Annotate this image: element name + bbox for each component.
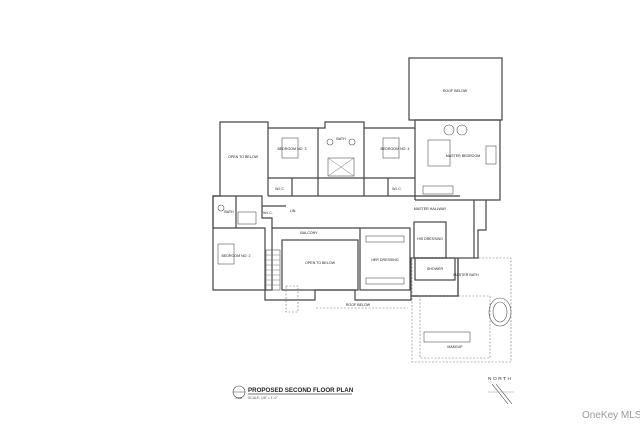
wic-right-label: W.I.C. — [392, 187, 402, 191]
master-hallway-label: MASTER HALLWAY — [414, 207, 447, 211]
north-arrow-icon: NORTH — [488, 376, 514, 405]
open-to-below-left-label: OPEN TO BELOW — [228, 155, 259, 159]
stair-lower — [285, 285, 299, 313]
chair-1-icon — [443, 124, 455, 136]
dresser-icon — [422, 185, 454, 195]
her-dressing-island-bottom — [365, 277, 405, 285]
sink-top-icon — [348, 138, 356, 146]
makeup-outline — [419, 295, 491, 359]
bedroom-4-label: BEDROOM NO. 4 — [381, 147, 410, 151]
lin-label: LIN. — [290, 209, 297, 213]
bed-3-icon — [281, 137, 299, 159]
balcony-label: BALCONY — [300, 231, 318, 235]
her-dressing-island-top — [365, 235, 405, 243]
tub-inner — [492, 301, 508, 323]
chair-2-icon — [456, 124, 468, 136]
makeup-label: MAKEUP — [447, 345, 463, 349]
bedroom-3-label: BEDROOM NO. 3 — [278, 147, 307, 151]
open-to-below-center-outline — [281, 239, 359, 291]
toilet-left-icon — [217, 204, 225, 212]
bed-2-icon — [217, 243, 235, 265]
open-to-below-center-label: OPEN TO BELOW — [305, 261, 336, 265]
bathtub-left-icon — [237, 211, 257, 225]
outer-wall-left-wing — [212, 195, 273, 291]
master-bedroom-label: MASTER BEDROOM — [446, 154, 481, 158]
watermark: OneKey MLS — [582, 410, 640, 421]
makeup-vanity-icon — [423, 331, 471, 343]
bath-top-label: BATH — [336, 137, 346, 141]
master-bed-icon — [427, 139, 451, 167]
her-dressing-outline — [359, 227, 411, 291]
bathtub-top-icon — [327, 157, 355, 177]
shower-label: SHOWER — [427, 267, 444, 271]
plan-title: PROPOSED SECOND FLOOR PLAN — [248, 387, 354, 394]
wic-left-label: W.I.C. — [275, 187, 285, 191]
master-bath-label: MASTER BATH — [453, 273, 479, 277]
bed-4-icon — [382, 137, 400, 159]
roof-below-bottom-label: ROOF BELOW — [346, 303, 371, 307]
plan-scale: SCALE: 1/8" = 1'-0" — [248, 396, 278, 400]
fireplace-icon — [485, 145, 497, 165]
title-block: A-201 PROPOSED SECOND FLOOR PLAN SCALE: … — [232, 385, 354, 400]
his-dressing-label: HIS DRESSING — [417, 237, 443, 241]
toilet-top-icon — [326, 138, 334, 146]
north-label: NORTH — [488, 376, 512, 382]
bedroom-2-label: BEDROOM NO. 2 — [222, 254, 251, 258]
sheet-ref: A-201 — [236, 396, 243, 400]
outer-wall-master-wing — [410, 257, 459, 297]
wic-lower-label: W.I.C. — [263, 211, 273, 215]
staircase — [265, 249, 281, 291]
freestanding-tub-icon — [488, 297, 512, 327]
roof-below-top-label: ROOF BELOW — [443, 89, 468, 93]
outer-wall-upper — [212, 119, 501, 301]
her-dressing-label: HER DRESSING — [371, 258, 399, 262]
bath-left-label: BATH — [224, 210, 234, 214]
